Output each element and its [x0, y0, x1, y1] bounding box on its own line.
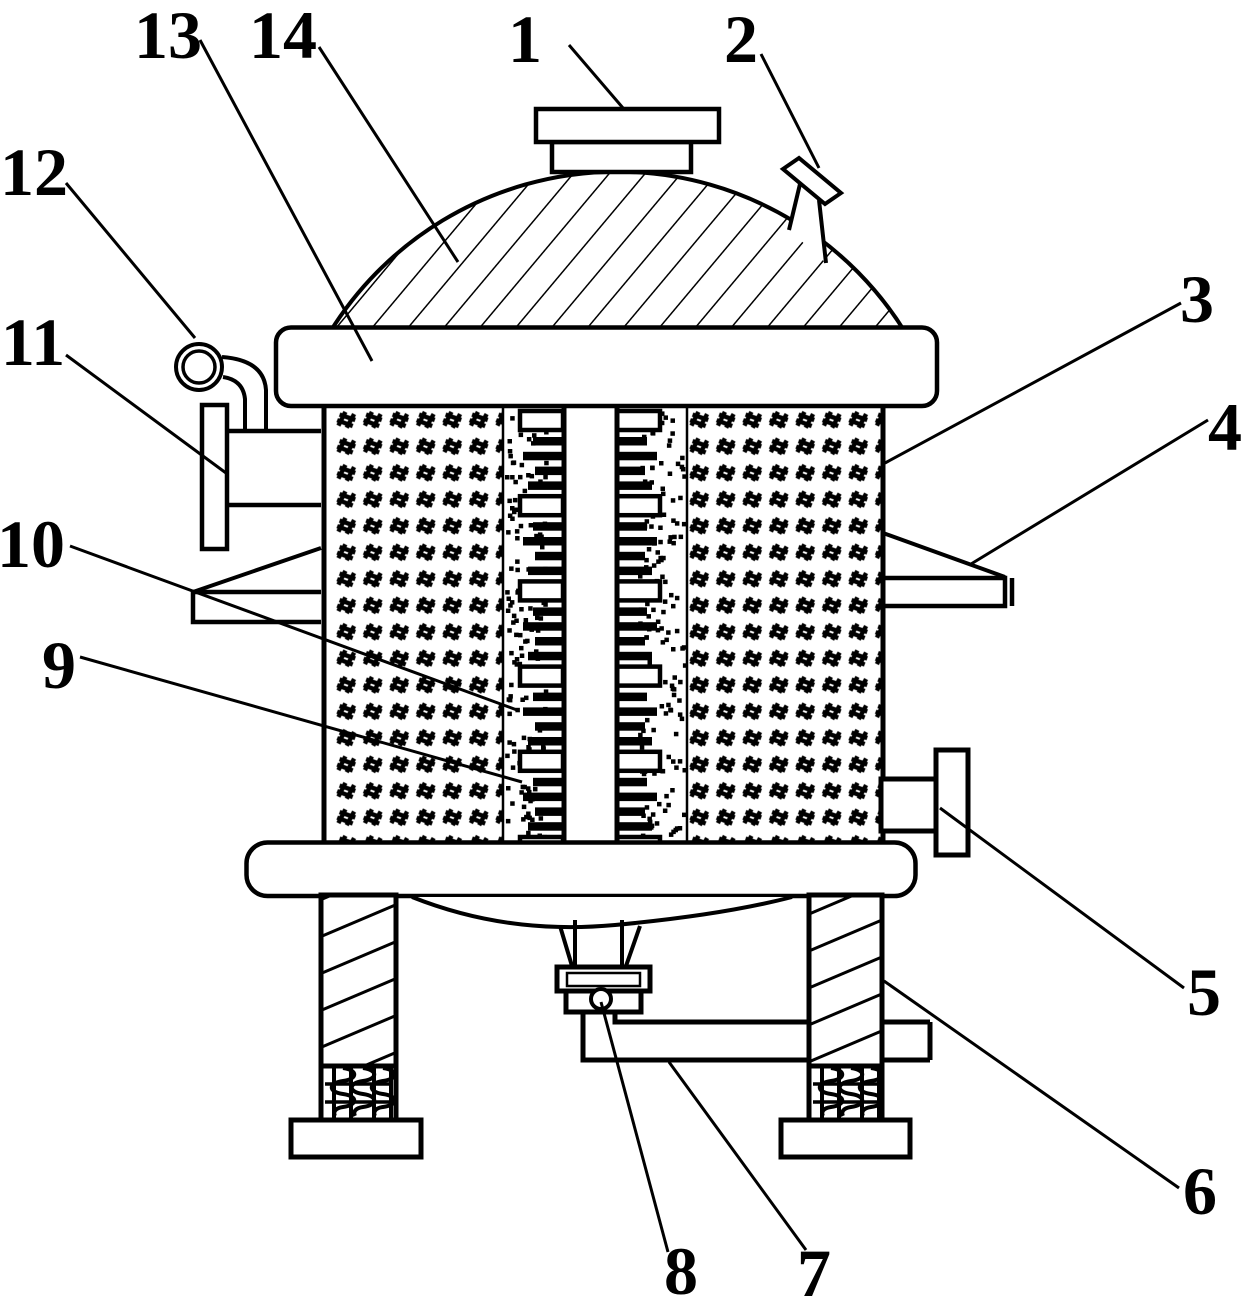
svg-text:10: 10	[0, 506, 65, 582]
svg-text:12: 12	[0, 134, 68, 210]
svg-text:7: 7	[797, 1235, 831, 1297]
svg-text:8: 8	[664, 1233, 698, 1297]
svg-text:9: 9	[42, 627, 76, 703]
svg-text:11: 11	[1, 304, 65, 380]
svg-text:5: 5	[1187, 954, 1221, 1030]
svg-text:14: 14	[249, 0, 317, 73]
svg-text:1: 1	[508, 1, 542, 77]
svg-text:13: 13	[134, 0, 202, 73]
svg-text:3: 3	[1180, 261, 1214, 337]
svg-text:4: 4	[1208, 389, 1242, 465]
svg-text:6: 6	[1183, 1153, 1217, 1229]
svg-text:2: 2	[724, 1, 758, 77]
